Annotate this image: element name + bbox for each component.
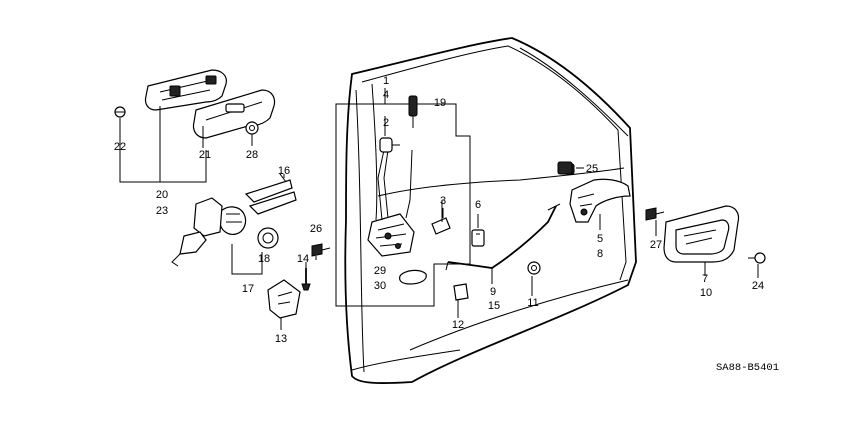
- callout-12: 12: [452, 319, 464, 331]
- lock-group-box: [335, 103, 471, 307]
- callout-23: 23: [156, 205, 168, 217]
- callout-4: 4: [383, 89, 389, 101]
- callout-24: 24: [752, 280, 764, 292]
- callout-2: 2: [383, 117, 389, 129]
- lock-knob: [379, 137, 400, 153]
- callout-25: 25: [586, 163, 598, 175]
- rod-clip-3: [431, 200, 451, 235]
- callout-26: 26: [310, 223, 322, 235]
- clip-28: [245, 121, 259, 135]
- bracket-20-23: [119, 106, 207, 183]
- door-frame: [344, 37, 637, 385]
- callout-5: 5: [597, 233, 603, 245]
- callout-29: 29: [374, 265, 386, 277]
- callout-14: 14: [297, 253, 309, 265]
- callout-13: 13: [275, 333, 287, 345]
- screw-24: [748, 252, 766, 264]
- callout-9: 9: [490, 286, 496, 298]
- pin-14: [301, 268, 311, 291]
- inside-handle-bezel: [663, 205, 740, 263]
- callout-20: 20: [156, 189, 168, 201]
- callout-16: 16: [278, 165, 290, 177]
- bracket-17: [231, 244, 263, 275]
- door-lock-assembly: [367, 149, 415, 257]
- grommet-6: [471, 229, 485, 247]
- callout-7: 7: [702, 273, 708, 285]
- callout-28: 28: [246, 149, 258, 161]
- callout-1: 1: [383, 75, 389, 87]
- grommet-25: [557, 161, 573, 175]
- callout-17: 17: [242, 283, 254, 295]
- callout-30: 30: [374, 280, 386, 292]
- grommet-22: [114, 106, 126, 118]
- callout-22: 22: [114, 141, 126, 153]
- clip-11: [527, 261, 541, 275]
- outer-handle-cover: [192, 89, 276, 139]
- catalog-code: SA88-B5401: [716, 362, 779, 374]
- callout-21: 21: [199, 149, 211, 161]
- lock-cylinder: [171, 197, 247, 267]
- callout-labels: 1 2 3 4 5 6 7 8 9 10 11 12 13 14 15 16 1…: [114, 75, 764, 345]
- callout-8: 8: [597, 248, 603, 260]
- screw-26: [311, 243, 331, 257]
- callout-18: 18: [258, 253, 270, 265]
- bracket-29-30: [399, 269, 427, 285]
- callout-15: 15: [488, 300, 500, 312]
- inside-handle-rod: [445, 203, 561, 271]
- callout-6: 6: [475, 199, 481, 211]
- callout-27: 27: [650, 239, 662, 251]
- seal-18: [257, 227, 279, 249]
- cylinder-bracket-16: [244, 173, 297, 215]
- callout-19: 19: [434, 97, 446, 109]
- leader-lines: [119, 88, 759, 330]
- striker-13: [267, 279, 301, 319]
- screw-27: [645, 207, 665, 221]
- lock-rod-clip: [408, 95, 418, 128]
- outer-handle: [144, 69, 227, 111]
- callout-3: 3: [440, 195, 446, 207]
- clip-12: [453, 283, 469, 301]
- callout-10: 10: [700, 287, 712, 299]
- callout-11: 11: [527, 297, 538, 309]
